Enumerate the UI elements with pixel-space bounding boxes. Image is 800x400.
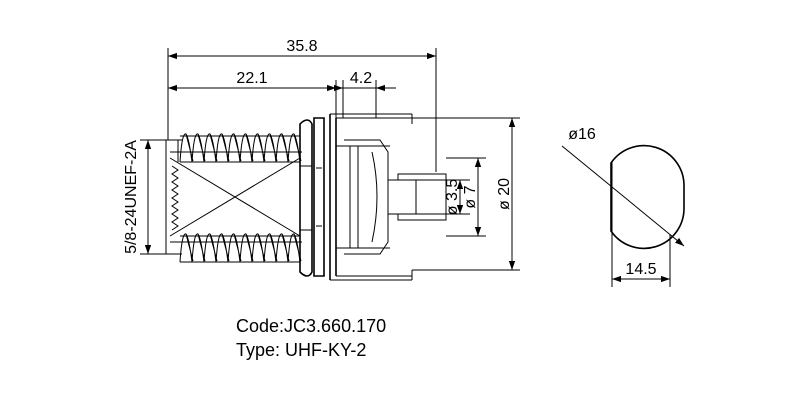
panel-cutout-view [561,144,685,287]
upper-thread [177,133,302,163]
centre-pin [388,173,447,221]
flange-body [329,113,413,281]
part-code: Code:JC3.660.170 [236,316,387,336]
cutout-flat-label: 14.5 [625,261,656,278]
body-diameter-label: ø 20 [496,178,513,210]
side-view [140,48,520,281]
flange-gap-label: 4.2 [350,70,372,87]
part-type: Type: UHF-KY-2 [236,340,367,360]
thread-length-label: 22.1 [236,70,267,87]
overall-length-label: 35.8 [286,38,317,55]
pin-diameter-label: ø 3.5 [444,179,461,216]
cutout-diameter-label: ø16 [568,126,596,143]
mounting-nut [299,117,325,277]
insulator-diameter-label: ø 7 [462,185,479,208]
lower-thread [179,233,302,263]
thread-spec-label: 5/8-24UNEF-2A [123,140,140,254]
